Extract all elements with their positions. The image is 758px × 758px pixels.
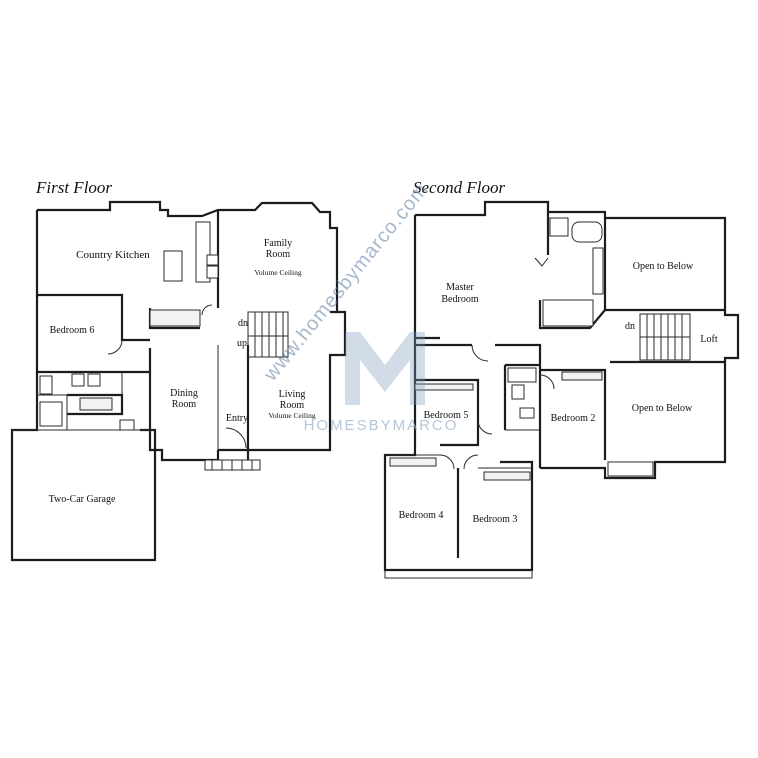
master-vanity: [592, 247, 604, 295]
closet-icon: [119, 419, 135, 431]
bedroom-3-closet: [483, 471, 531, 481]
watermark-logo-icon: [345, 332, 425, 405]
sink-icon: [206, 254, 219, 266]
dryer-icon: [87, 373, 101, 387]
garage-label: Two-Car Garage: [49, 494, 116, 505]
second-floor-fixtures: [389, 217, 691, 481]
master-closet: [542, 299, 594, 327]
watermark-brand: HOMESBYMARCO: [304, 417, 459, 434]
bedroom-5-closet: [414, 383, 474, 391]
first-floor-walls: [10, 200, 347, 562]
second-floor-walls: [383, 200, 740, 579]
entry-door: [225, 427, 247, 449]
bedroom-6-door: [107, 339, 123, 355]
second-floor-stair: [639, 313, 691, 361]
master-shower-icon: [549, 217, 569, 237]
bedroom-4-door: [439, 454, 455, 470]
second-floor-labels: Master Bedroom Open to Below Open to Bel…: [399, 261, 718, 525]
laundry-counter: [79, 397, 113, 411]
bay-window: [607, 461, 654, 477]
hall-sink-icon: [519, 407, 535, 419]
open-below-1-label: Open to Below: [633, 261, 694, 272]
range-icon: [206, 265, 219, 279]
first-floor-stair: [247, 311, 289, 358]
master-door: [471, 344, 489, 362]
bedroom-2-label: Bedroom 2: [551, 413, 596, 424]
first-stair-dn-label: dn: [238, 318, 248, 329]
first-floor-title: First Floor: [35, 178, 112, 197]
family-room-note: Volume Ceiling: [254, 268, 301, 277]
bedroom-5-label: Bedroom 5: [424, 410, 469, 421]
master-bath-door: [534, 257, 549, 267]
master-bedroom-label-2: Bedroom: [441, 294, 478, 305]
pantry-counter: [149, 309, 201, 327]
second-stair-dn-label: dn: [625, 321, 635, 332]
kitchen-island: [163, 250, 183, 282]
hall-toilet-icon: [511, 384, 525, 400]
bedroom-3-label: Bedroom 3: [473, 514, 518, 525]
country-kitchen-label: Country Kitchen: [76, 249, 150, 261]
bedroom-5-door: [477, 419, 493, 435]
loft-label: Loft: [700, 334, 717, 345]
hall-tub-icon: [507, 367, 537, 383]
toilet-icon: [39, 375, 53, 395]
master-tub-icon: [571, 221, 603, 243]
bedroom-2-closet: [561, 371, 603, 381]
entry-label: Entry: [226, 413, 248, 424]
open-below-2-label: Open to Below: [632, 403, 693, 414]
living-room-note: Volume Ceiling: [268, 411, 315, 420]
second-floor-title: Second Floor: [413, 178, 505, 197]
bedroom-4-label: Bedroom 4: [399, 510, 444, 521]
bedroom-6-label: Bedroom 6: [50, 325, 95, 336]
master-bedroom-label-1: Master: [446, 282, 474, 293]
bedroom-4-closet: [389, 457, 437, 467]
kitchen-door: [201, 304, 213, 316]
bedroom-2-door: [539, 374, 555, 390]
first-floor-fixtures: [12, 221, 289, 471]
bedroom-3-door: [463, 454, 479, 470]
tub-icon: [39, 401, 63, 427]
washer-icon: [71, 373, 85, 387]
first-stair-up-label: up: [237, 338, 247, 349]
